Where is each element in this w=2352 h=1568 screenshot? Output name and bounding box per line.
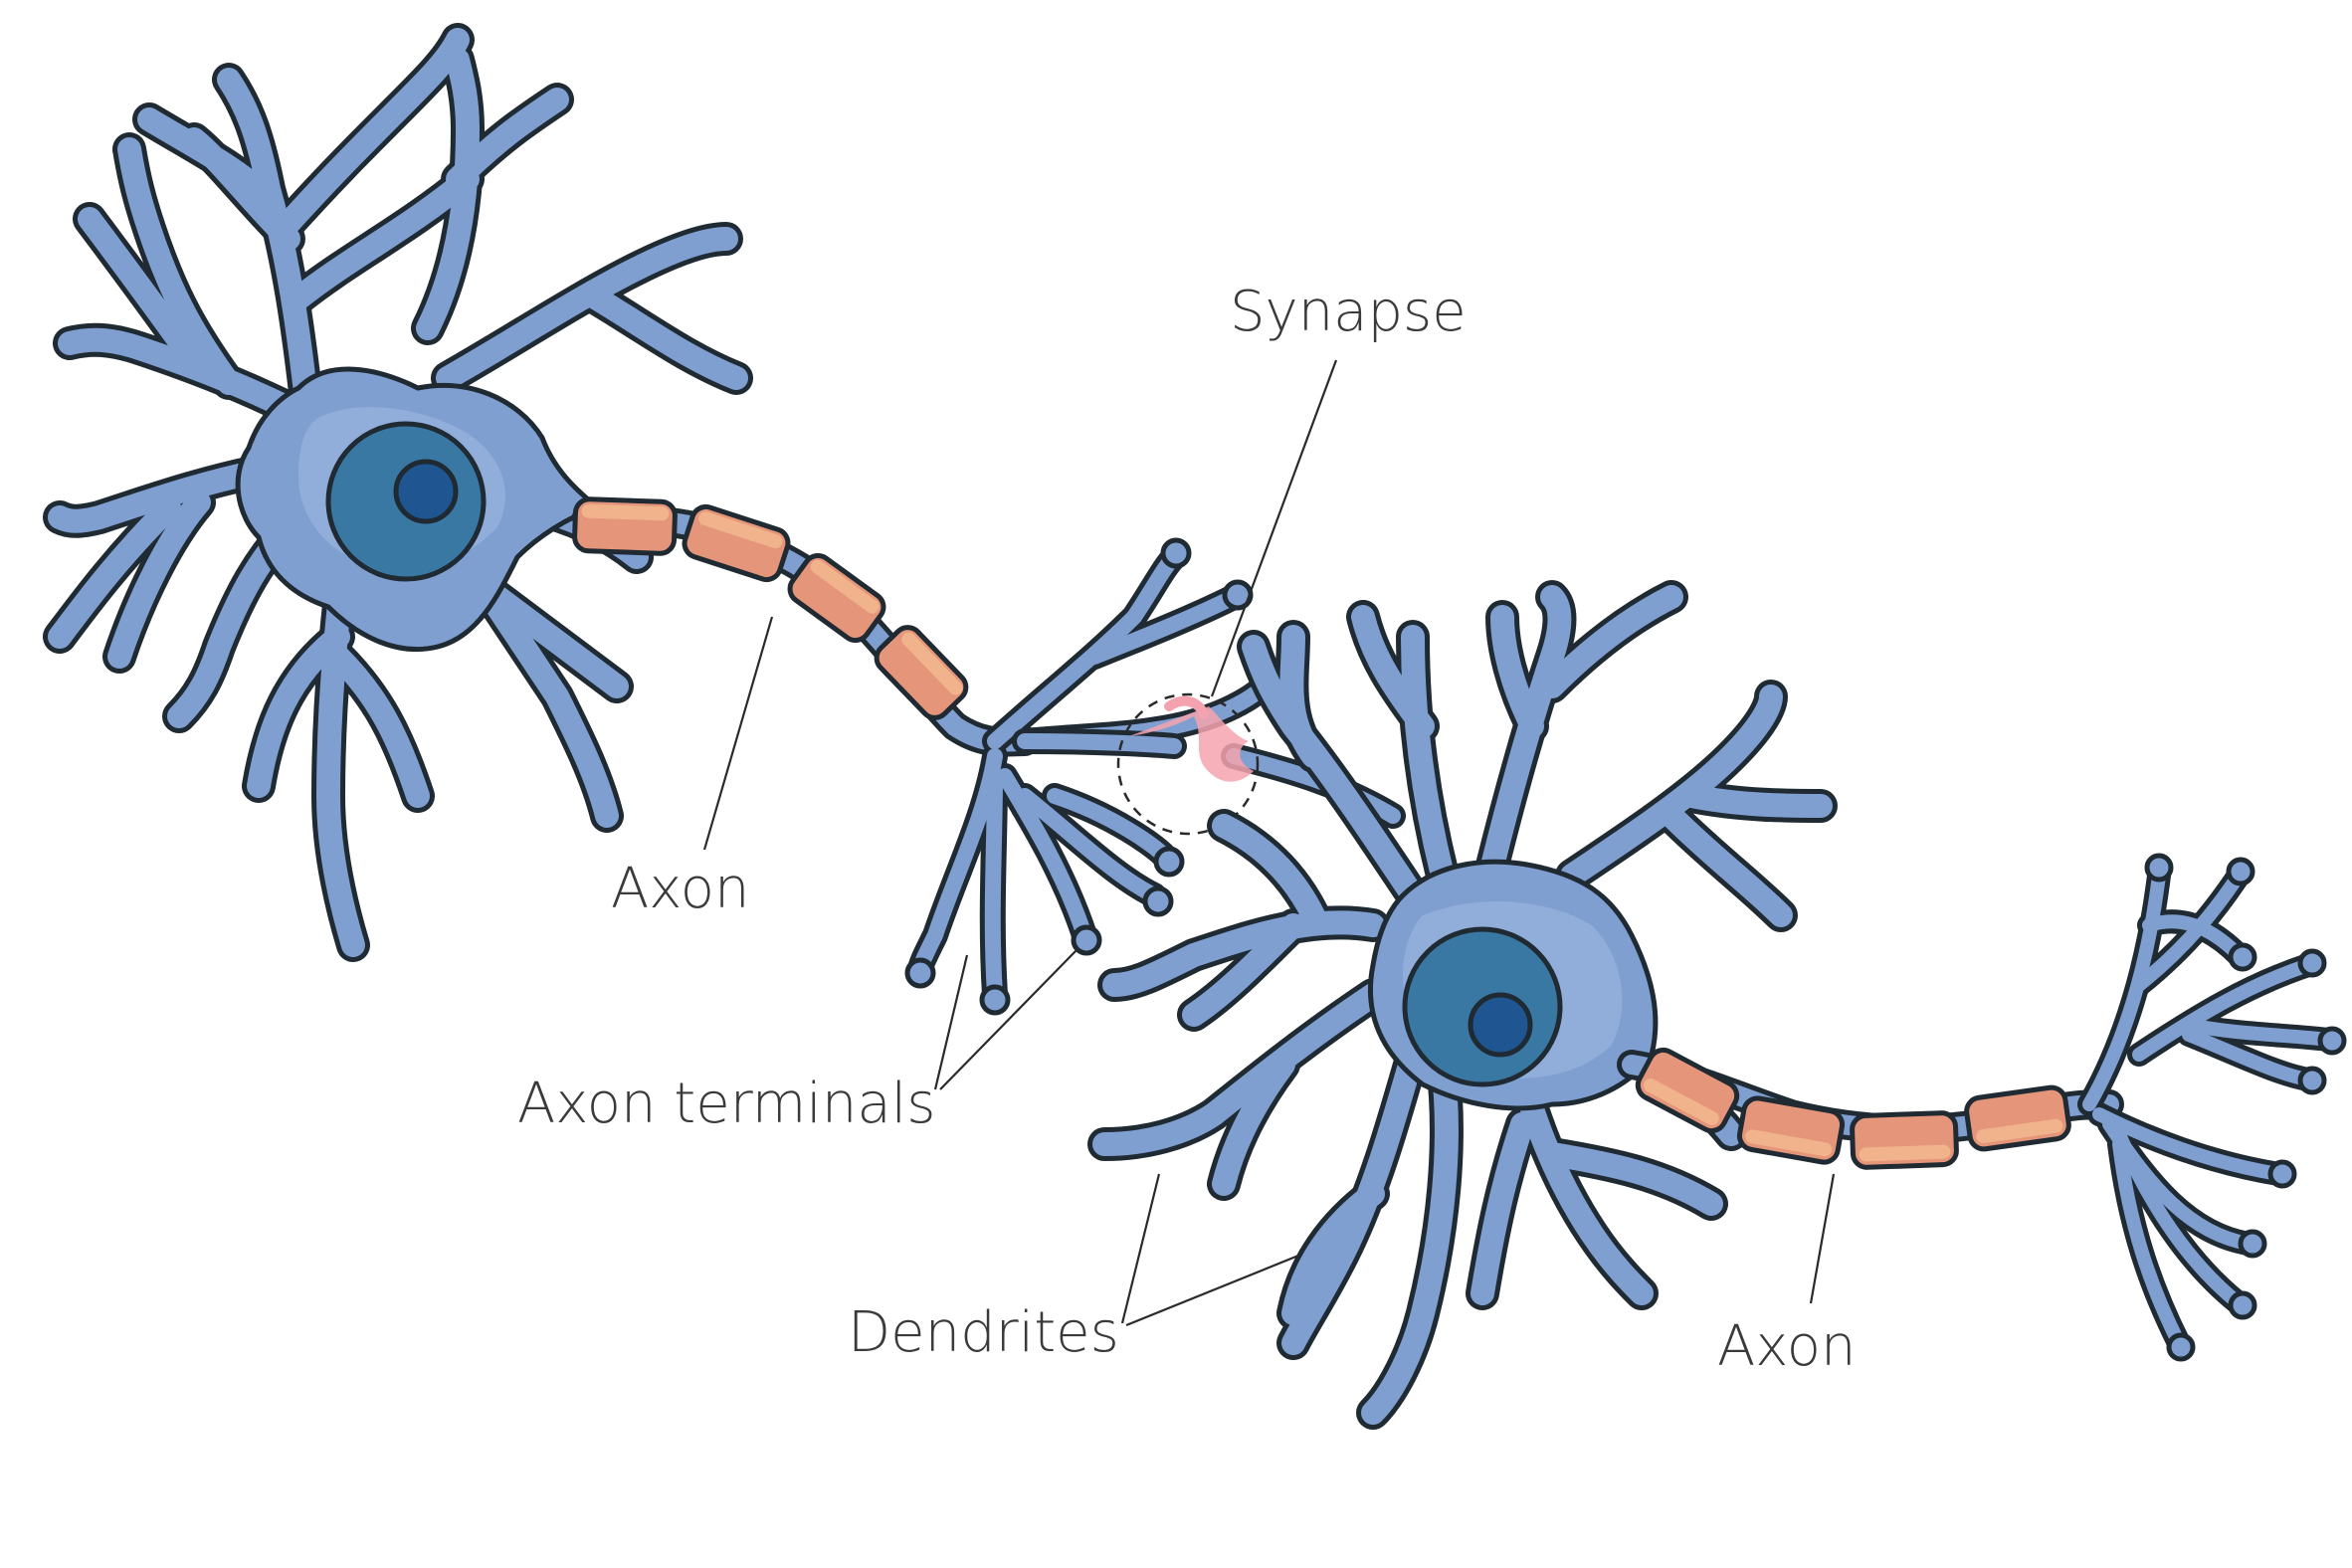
terminal-bulb — [2297, 948, 2327, 978]
terminal-bulb — [1142, 885, 1174, 917]
neuron-right-axon-terminals — [2077, 853, 2347, 1362]
leader-synapse — [1210, 359, 1338, 697]
neuron-left-nucleolus — [393, 459, 459, 524]
terminal-bulb — [1160, 537, 1192, 569]
leader-lines — [702, 359, 1836, 1327]
terminal-bulb — [2297, 1066, 2327, 1095]
label-axon-terminals: Axon terminals — [517, 1072, 935, 1136]
terminal-bulb — [2238, 1229, 2267, 1259]
synapse-highlight — [1129, 706, 1254, 782]
neuron-right — [1087, 580, 2347, 1430]
terminal-bulb — [2267, 1159, 2297, 1189]
label-synapse: Synapse — [1230, 280, 1467, 344]
myelin-segment — [787, 552, 886, 644]
terminal-bulb — [2166, 1332, 2196, 1362]
terminal-bulb — [979, 984, 1011, 1016]
terminal-bulb — [1071, 924, 1102, 956]
label-axon-right: Axon — [1717, 1314, 1856, 1379]
terminal-bulb — [2228, 942, 2257, 972]
leader-axon-terminals-1 — [933, 954, 969, 1090]
leader-axon-left — [702, 616, 774, 851]
label-axon-left: Axon — [611, 857, 749, 921]
leader-dendrites-2 — [1125, 1254, 1299, 1327]
leader-axon-terminals-2 — [939, 949, 1078, 1090]
leader-axon-right — [1809, 1173, 1836, 1304]
myelin-segment — [874, 625, 969, 720]
synapse-circle — [1116, 692, 1260, 836]
neuron-left-myelin-sheaths — [572, 496, 969, 720]
terminal-bulb — [2144, 853, 2174, 882]
terminal-bulb — [1153, 846, 1185, 878]
terminal-bulb — [1222, 579, 1254, 611]
terminal-bulb — [904, 957, 936, 989]
terminal-bulb — [2317, 1026, 2347, 1056]
axon-terminals — [904, 537, 1276, 1016]
leader-dendrites-1 — [1120, 1173, 1161, 1324]
neuron-left — [43, 23, 1276, 1016]
label-dendrites: Dendrites — [848, 1300, 1119, 1365]
terminal-bulb — [2228, 1290, 2257, 1320]
neuron-right-nucleolus — [1468, 992, 1533, 1058]
terminal-bulb — [2226, 857, 2255, 886]
